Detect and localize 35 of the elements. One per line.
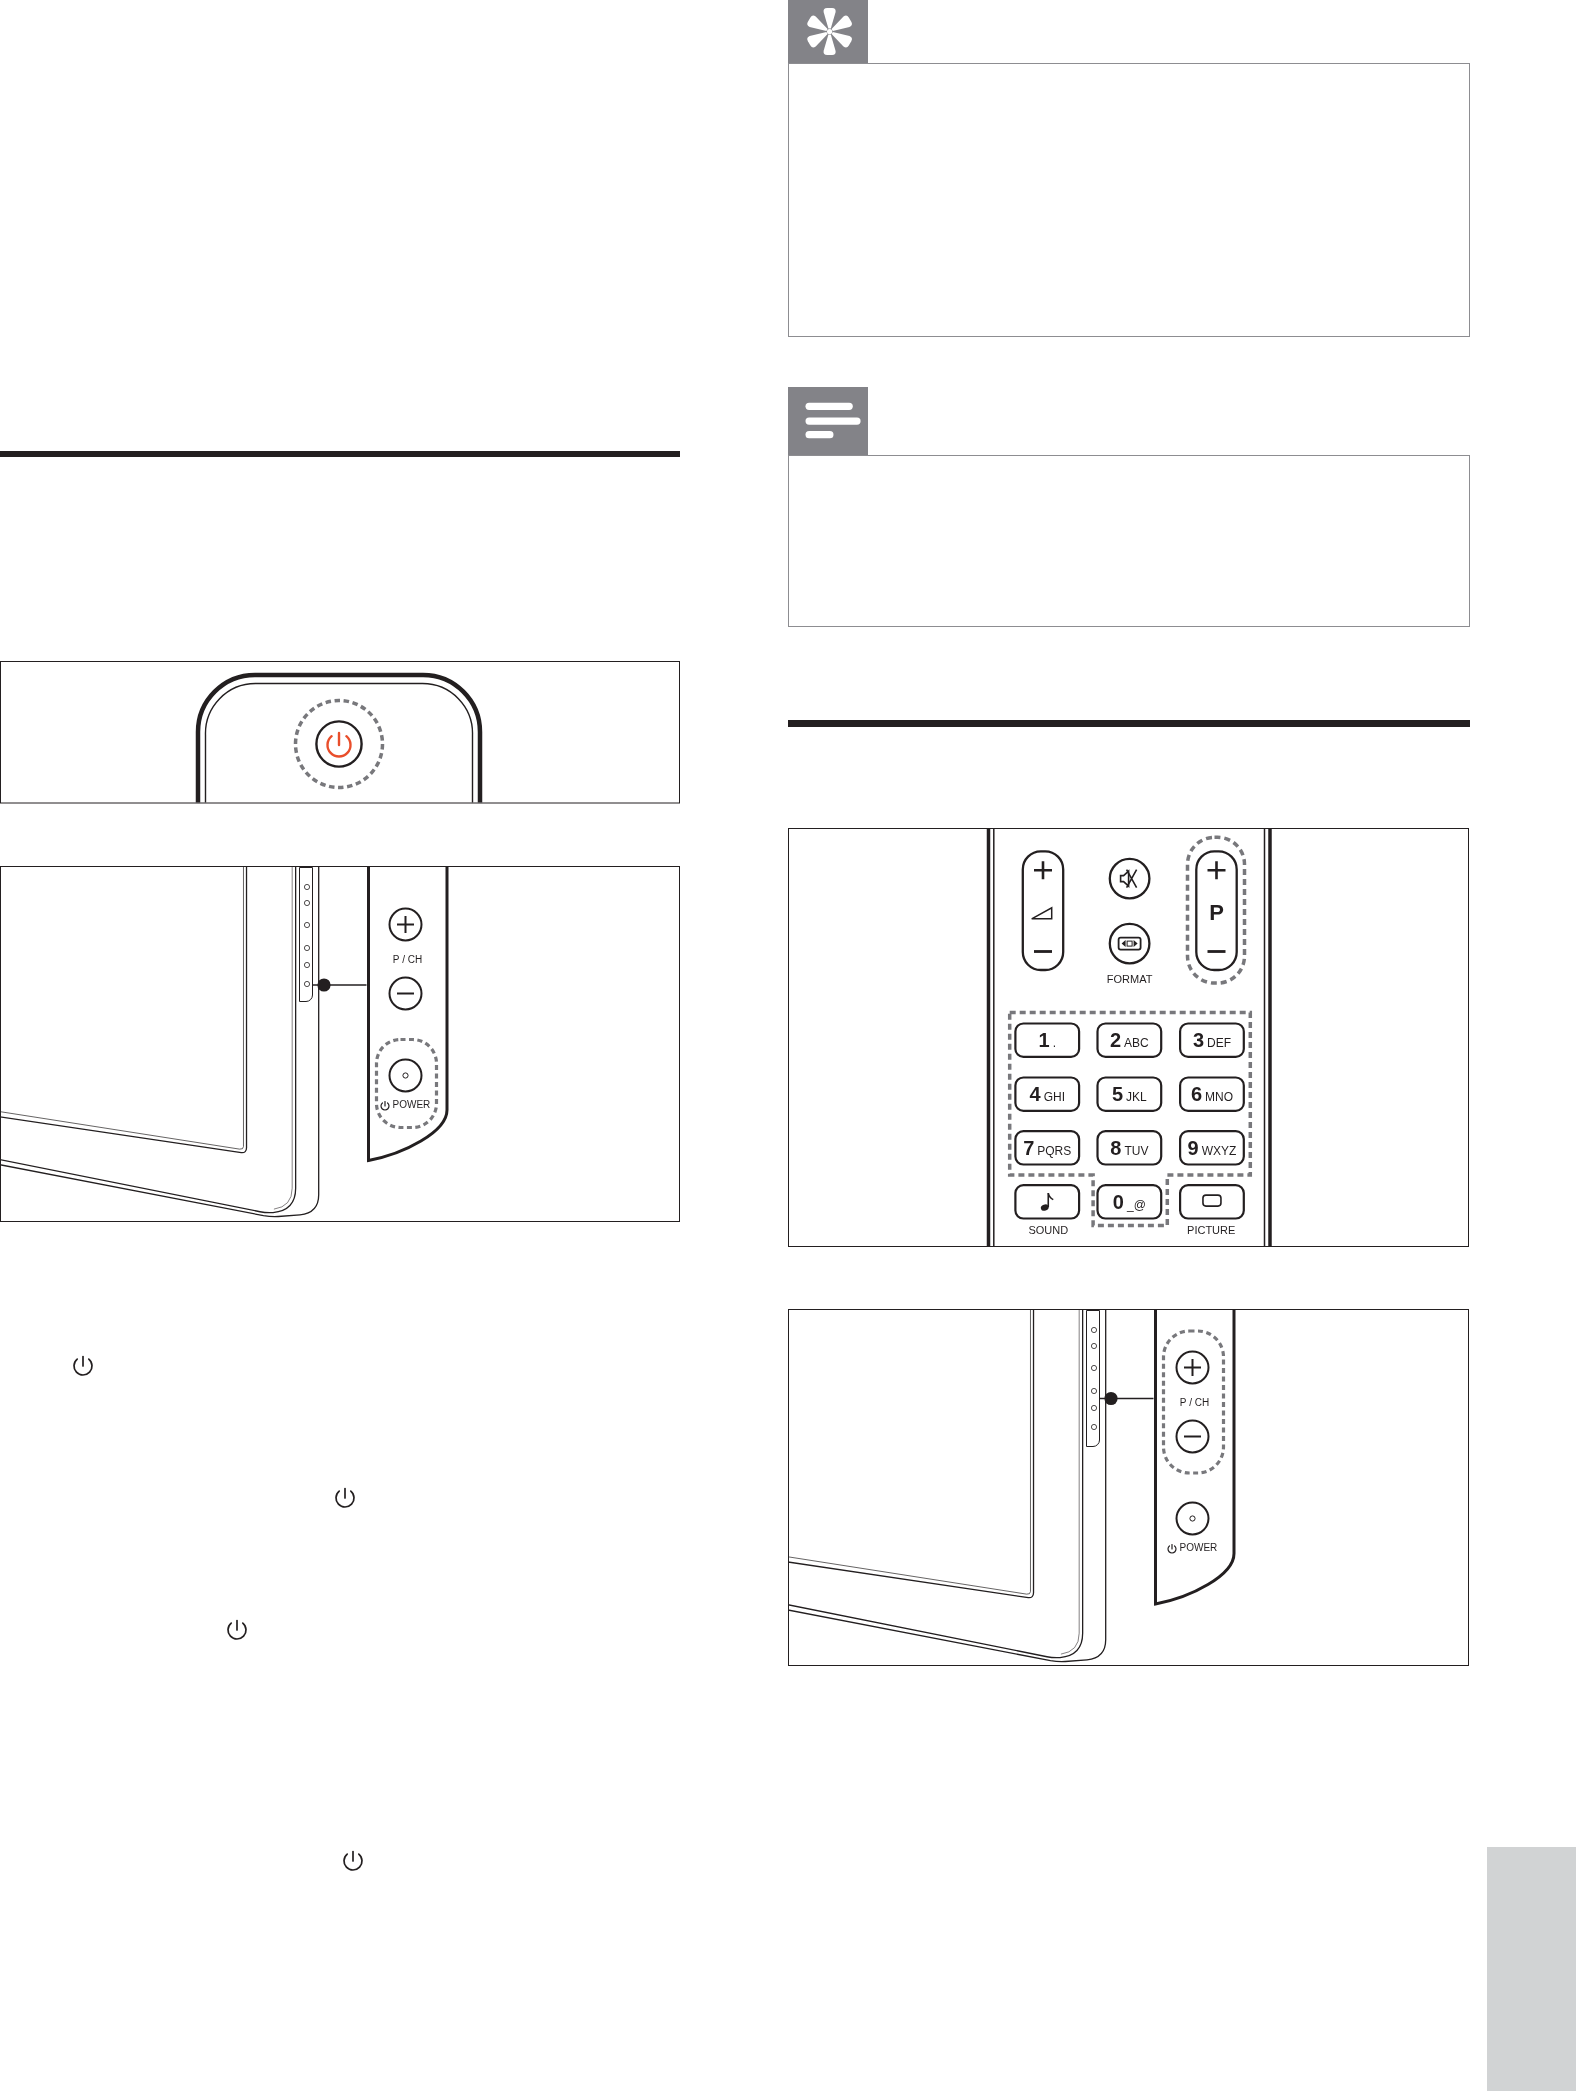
key-letters: GHI xyxy=(1043,1091,1065,1104)
side-control-strip xyxy=(299,866,313,1002)
control-label: P / CH xyxy=(1179,1397,1210,1408)
leader-line xyxy=(1099,1391,1155,1406)
key-digit: 9 xyxy=(1187,1137,1199,1158)
key-label: P xyxy=(1209,902,1224,924)
control-panel-closeup xyxy=(366,866,448,1162)
leader-line xyxy=(312,978,368,992)
key-digit: 2 xyxy=(1109,1030,1122,1051)
key-letters: PQRS xyxy=(1037,1144,1072,1157)
side-tab xyxy=(1487,1847,1576,2091)
control-label: POWER xyxy=(392,1100,431,1110)
side-control-strip xyxy=(1086,1309,1100,1447)
key-letters: DEF xyxy=(1207,1037,1231,1050)
key-letters: TUV xyxy=(1124,1144,1149,1157)
key-letters: WXYZ xyxy=(1201,1144,1237,1157)
key-symbol: _@ xyxy=(1126,1198,1146,1211)
key-symbol: . xyxy=(1052,1037,1056,1050)
key-letters: JKL xyxy=(1126,1091,1147,1104)
key-digit: 4 xyxy=(1029,1084,1041,1105)
key-digit: 7 xyxy=(1023,1137,1035,1158)
key-letters: ABC xyxy=(1124,1037,1149,1050)
button-caption: FORMAT xyxy=(1106,973,1153,985)
button-caption: SOUND xyxy=(1028,1224,1069,1236)
control-label: P / CH xyxy=(392,954,423,965)
key-digit: 8 xyxy=(1110,1137,1122,1158)
key-digit: 0 xyxy=(1112,1191,1124,1212)
key-letters: MNO xyxy=(1205,1091,1233,1104)
key-digit: 6 xyxy=(1190,1084,1202,1105)
key-digit: 3 xyxy=(1192,1030,1204,1051)
control-label: POWER xyxy=(1179,1543,1218,1553)
button-caption: PICTURE xyxy=(1187,1224,1236,1236)
control-panel-closeup xyxy=(1153,1309,1235,1605)
key-digit: 1 xyxy=(1038,1030,1050,1051)
key-digit: 5 xyxy=(1111,1084,1124,1105)
